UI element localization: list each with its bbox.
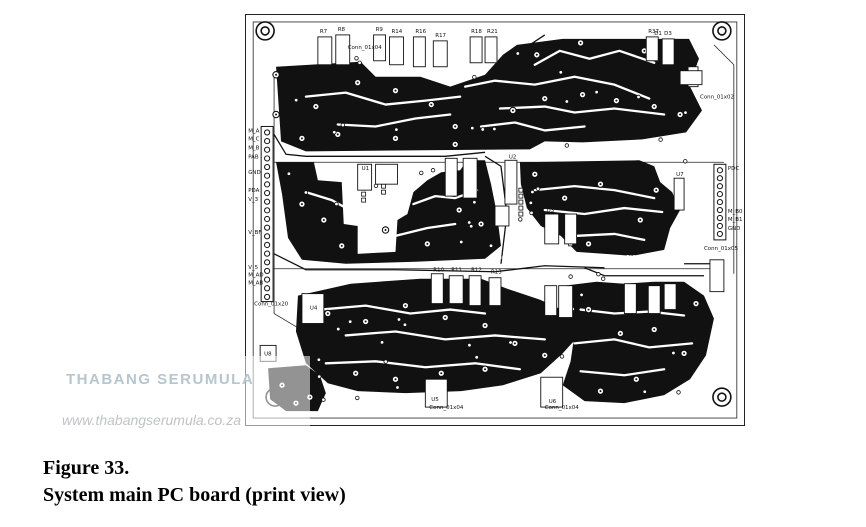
right-pin-label: M_B0 <box>728 209 743 215</box>
right-pin-label: M_B1 <box>728 217 743 223</box>
component-ref-label: R17 <box>435 33 446 39</box>
component-ref-label: R16 <box>415 29 426 35</box>
left-pin-label: V_5 <box>248 265 258 271</box>
component-ref-label: R10 <box>433 268 444 274</box>
component-ref-label: R13 <box>491 270 502 276</box>
component-ref-label: U7 <box>676 172 684 178</box>
component-ref-label: R18 <box>471 29 482 35</box>
figure-number: Figure 33. <box>43 457 130 479</box>
bottom-left-connector-label: Conn_01x04 <box>429 405 464 411</box>
right-pin-label: GND <box>728 226 741 232</box>
component-ref-label: D1 <box>654 31 662 37</box>
silkscreen-labels: M_A M_C M_B PAB GND PDA V_3V_BF V_5M_AD M_AB PDC… <box>248 27 743 411</box>
left-pin-label: V_BF <box>248 230 261 236</box>
component-ref-label: R11 <box>451 268 462 274</box>
signal-traces <box>273 34 714 277</box>
left-pin-label: M_B <box>248 145 259 151</box>
board-version-label: FSD BOARD V1 <box>626 255 663 261</box>
left-pin-label: GND <box>248 170 261 176</box>
left-pin-label: V_3 <box>248 197 258 203</box>
left-pin-label: M_AB <box>248 281 263 287</box>
left-pin-label: PAB <box>248 154 259 160</box>
component-ref-label: U4 <box>310 306 318 312</box>
right-header-connector <box>713 163 727 241</box>
component-ref-label: D3 <box>664 31 672 37</box>
watermark: THABANG SERUMULA www.thabangserumula.co.… <box>54 356 310 438</box>
component-ref-label: U3 <box>547 208 555 214</box>
right-pin-label: PDC <box>728 166 740 172</box>
pcb-artwork: M_A M_C M_B PAB GND PDA V_3V_BF V_5M_AD M_AB PDC… <box>248 21 743 419</box>
top-right-connector-label: Conn_01x02 <box>700 95 734 101</box>
author-label: Thabang Serumula, EPR 400 <box>494 255 566 261</box>
component-ref-label: U1 <box>362 166 369 172</box>
component-ref-label: R9 <box>376 27 384 33</box>
component-ref-label: R8 <box>338 27 346 33</box>
watermark-title: THABANG SERUMULA <box>66 371 255 388</box>
component-ref-label: U5 <box>431 397 438 403</box>
bottom-right-connector-label: Conn_01x04 <box>545 405 580 411</box>
component-ref-label: R21 <box>487 29 498 35</box>
component-ref-label: R12 <box>471 268 482 274</box>
component-ref-label: U8 <box>264 351 272 357</box>
component-ref-label: R14 <box>392 29 403 35</box>
component-ref-label: R7 <box>320 29 328 35</box>
component-ref-label: R37 <box>648 29 659 35</box>
left-pin-label: M_C <box>248 136 259 142</box>
right-connector-label: Conn_01x05 <box>704 246 738 252</box>
left-pin-label: PDA <box>248 188 259 194</box>
watermark-url: www.thabangserumula.co.za <box>62 412 241 428</box>
left-pin-label: M_AD <box>248 273 263 279</box>
left-header-connector <box>260 125 274 303</box>
left-pin-label: M_A <box>248 128 259 134</box>
footprints <box>259 34 725 408</box>
figure-title: System main PC board (print view) <box>43 484 346 506</box>
left-connector-label: Conn_01x20 <box>254 302 289 308</box>
top-connector-label: Conn_01x04 <box>348 45 383 51</box>
component-ref-label: D2 <box>690 61 698 67</box>
component-ref-label: U2 <box>509 154 516 160</box>
component-ref-label: U6 <box>549 399 557 405</box>
